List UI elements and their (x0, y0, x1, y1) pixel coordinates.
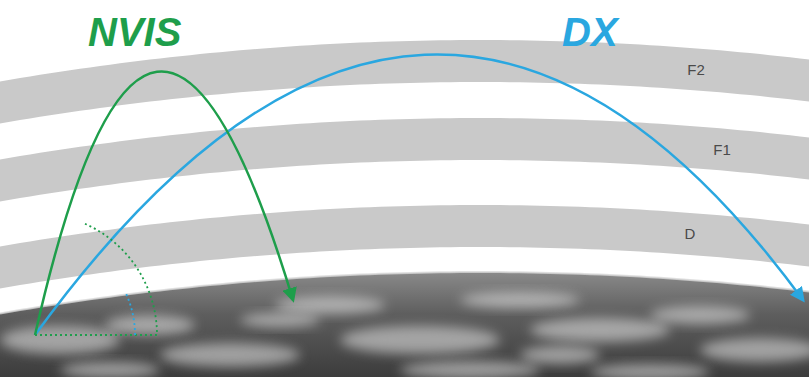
band-fill (0, 205, 809, 288)
dx-path (35, 54, 803, 335)
nvis-path (35, 71, 293, 335)
dx-angle (126, 293, 135, 335)
mode-label: NVIS (88, 12, 181, 52)
layer-name: F1 (713, 142, 731, 157)
band-shape (0, 40, 809, 125)
layer-name: F2 (687, 62, 705, 77)
ionosphere-band: F1 (0, 118, 809, 203)
earth-surface (0, 272, 809, 377)
ionosphere-band: D (0, 205, 809, 290)
layer-name: D (685, 226, 696, 241)
horizon-line (0, 272, 809, 313)
band-fill (0, 40, 809, 123)
mode-label: DX (562, 12, 618, 52)
band-shape (0, 205, 809, 290)
ionosphere-band: F2 (0, 40, 809, 125)
band-shape (0, 118, 809, 203)
nvis-angle (35, 224, 157, 335)
band-fill (0, 118, 809, 201)
